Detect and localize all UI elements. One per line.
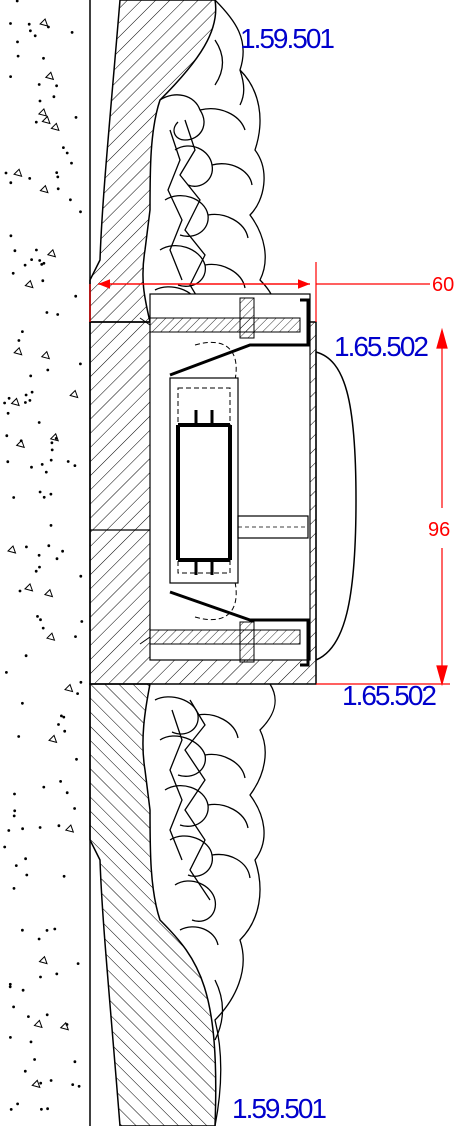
lower-molding xyxy=(89,683,276,1126)
bracket-assembly xyxy=(139,297,357,667)
width-dimension-value: 60 xyxy=(432,274,454,296)
lower-ornament xyxy=(154,683,276,1126)
concrete-wall xyxy=(3,0,91,1126)
top-ref-label: 1.59.501 xyxy=(240,23,334,54)
bottom-ref-label: 1.59.501 xyxy=(232,1093,326,1124)
lower-bracket-label: 1.65.502 xyxy=(342,680,436,711)
dimension-width xyxy=(89,262,430,322)
upper-bracket-label: 1.65.502 xyxy=(334,331,428,362)
height-dimension-value: 96 xyxy=(428,519,450,541)
dimension-height xyxy=(316,327,450,687)
